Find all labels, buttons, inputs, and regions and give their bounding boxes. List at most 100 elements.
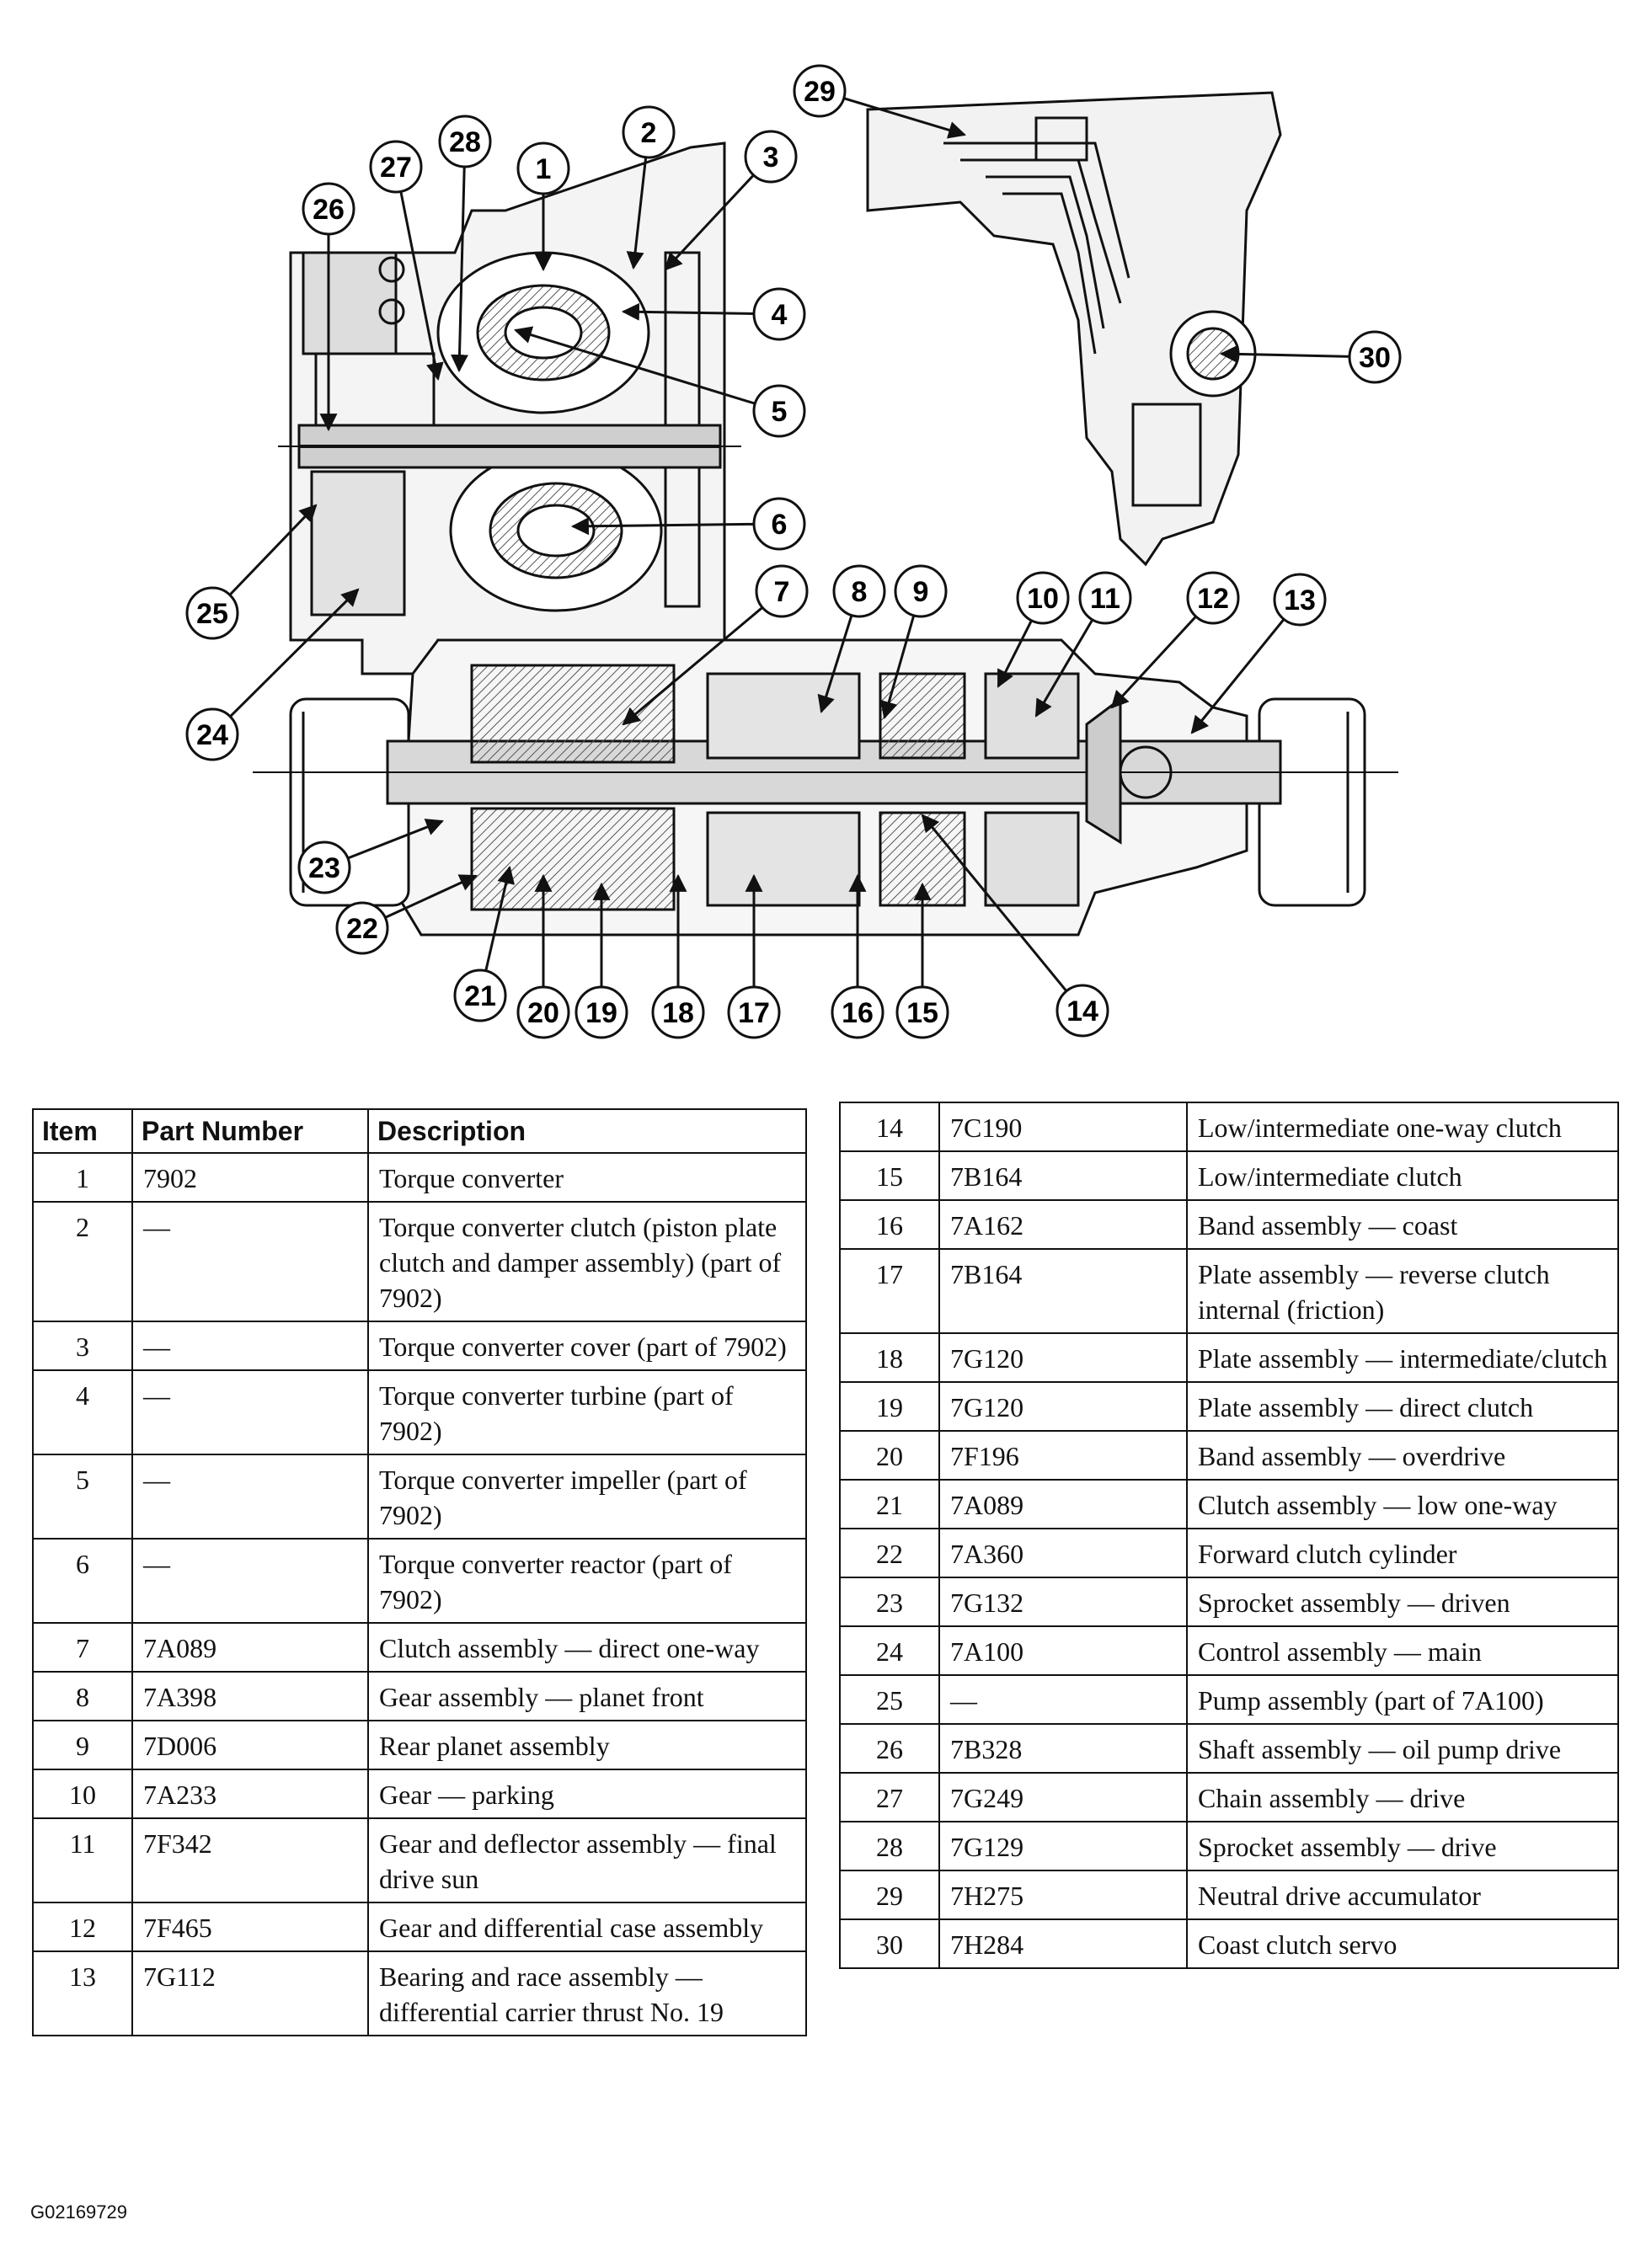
item-cell: 12 xyxy=(32,1902,133,1952)
part-number-cell: 7F196 xyxy=(938,1430,1188,1481)
callout-leader-line xyxy=(664,173,755,271)
callout-number: 22 xyxy=(346,913,378,945)
callout-bubble xyxy=(335,901,389,955)
callout-bubble xyxy=(516,141,570,195)
item-cell: 6 xyxy=(32,1538,133,1624)
description-cell: Bearing and race assembly — differential… xyxy=(367,1950,807,2036)
callout-bubble xyxy=(438,115,492,168)
item-cell: 20 xyxy=(839,1430,940,1481)
callout-number: 5 xyxy=(772,396,788,428)
part-number-cell: 7A360 xyxy=(938,1528,1188,1578)
callout-bubble xyxy=(185,707,239,761)
item-cell: 26 xyxy=(839,1723,940,1774)
table-row: 6—Torque converter reactor (part of 7902… xyxy=(32,1538,807,1624)
item-cell: 17 xyxy=(839,1248,940,1334)
description-cell: Torque converter xyxy=(367,1152,807,1203)
description-cell: Torque converter reactor (part of 7902) xyxy=(367,1538,807,1624)
callout-number: 14 xyxy=(1066,995,1098,1027)
item-cell: 14 xyxy=(839,1102,940,1152)
callout-bubble xyxy=(793,64,847,118)
item-cell: 21 xyxy=(839,1479,940,1529)
callout-bubble xyxy=(1078,571,1132,625)
callout-leader-line xyxy=(484,865,515,972)
callout-leader-line xyxy=(1034,619,1094,718)
callout-bubble xyxy=(752,497,806,551)
description-cell: Sprocket assembly — drive xyxy=(1186,1821,1619,1871)
item-cell: 9 xyxy=(32,1720,133,1770)
part-number-cell: 7902 xyxy=(131,1152,369,1203)
description-cell: Neutral drive accumulator xyxy=(1186,1870,1619,1920)
callout-number: 15 xyxy=(906,997,938,1029)
part-number-cell: 7H275 xyxy=(938,1870,1188,1920)
part-number-cell: 7G112 xyxy=(131,1950,369,2036)
description-cell: Control assembly — main xyxy=(1186,1625,1619,1676)
part-number-cell: — xyxy=(131,1201,369,1322)
callout-number: 17 xyxy=(738,997,770,1029)
callout-number: 25 xyxy=(196,598,228,630)
part-number-cell: 7B164 xyxy=(938,1150,1188,1201)
callout-bubble xyxy=(1186,571,1240,625)
callout-leader-line xyxy=(997,620,1033,688)
callout-leader-line xyxy=(384,874,478,919)
callout-number: 29 xyxy=(804,76,836,108)
description-cell: Plate assembly — intermediate/clutch xyxy=(1186,1332,1619,1383)
item-cell: 22 xyxy=(839,1528,940,1578)
part-number-cell: 7C190 xyxy=(938,1102,1188,1152)
description-cell: Low/intermediate clutch xyxy=(1186,1150,1619,1201)
item-cell: 2 xyxy=(32,1201,133,1322)
part-number-cell: 7A162 xyxy=(938,1199,1188,1250)
item-cell: 29 xyxy=(839,1870,940,1920)
valve-body-drawing xyxy=(866,91,1282,567)
item-cell: 16 xyxy=(839,1199,940,1250)
part-number-cell: 7G120 xyxy=(938,1381,1188,1432)
item-cell: 8 xyxy=(32,1671,133,1721)
description-cell: Torque converter cover (part of 7902) xyxy=(367,1321,807,1371)
callout-bubble xyxy=(894,564,948,618)
callout-number: 1 xyxy=(536,153,552,185)
callout-bubble xyxy=(727,985,781,1039)
table-row: 2—Torque converter clutch (piston plate … xyxy=(32,1201,807,1322)
part-number-cell: 7A233 xyxy=(131,1769,369,1819)
header-item: Item xyxy=(32,1108,133,1154)
callout-number: 30 xyxy=(1359,342,1391,374)
callout-number: 3 xyxy=(763,141,779,173)
callout-number: 26 xyxy=(313,194,345,226)
callout-leader-line xyxy=(347,819,444,860)
part-number-cell: 7G120 xyxy=(938,1332,1188,1383)
callout-bubble xyxy=(832,564,886,618)
part-number-cell: — xyxy=(131,1369,369,1455)
table-row: 5—Torque converter impeller (part of 790… xyxy=(32,1454,807,1540)
callout-bubble xyxy=(752,287,806,341)
description-cell: Pump assembly (part of 7A100) xyxy=(1186,1674,1619,1725)
callout-bubble xyxy=(831,985,884,1039)
callout-bubble xyxy=(297,840,351,894)
part-number-cell: 7D006 xyxy=(131,1720,369,1770)
callout-number: 2 xyxy=(641,117,657,149)
callout-bubble xyxy=(302,182,355,236)
description-cell: Shaft assembly — oil pump drive xyxy=(1186,1723,1619,1774)
part-number-cell: 7A398 xyxy=(131,1671,369,1721)
description-cell: Chain assembly — drive xyxy=(1186,1772,1619,1822)
description-cell: Rear planet assembly xyxy=(367,1720,807,1770)
callout-leader-line xyxy=(570,517,755,536)
description-cell: Gear assembly — planet front xyxy=(367,1671,807,1721)
callout-leader-line xyxy=(513,326,756,405)
callout-bubble xyxy=(752,384,806,438)
callout-leader-line xyxy=(1219,344,1350,363)
item-cell: 19 xyxy=(839,1381,940,1432)
description-cell: Low/intermediate one-way clutch xyxy=(1186,1102,1619,1152)
callout-bubble xyxy=(185,586,239,640)
item-cell: 4 xyxy=(32,1369,133,1455)
callout-number: 27 xyxy=(380,152,412,184)
part-number-cell: 7F465 xyxy=(131,1902,369,1952)
item-cell: 24 xyxy=(839,1625,940,1676)
